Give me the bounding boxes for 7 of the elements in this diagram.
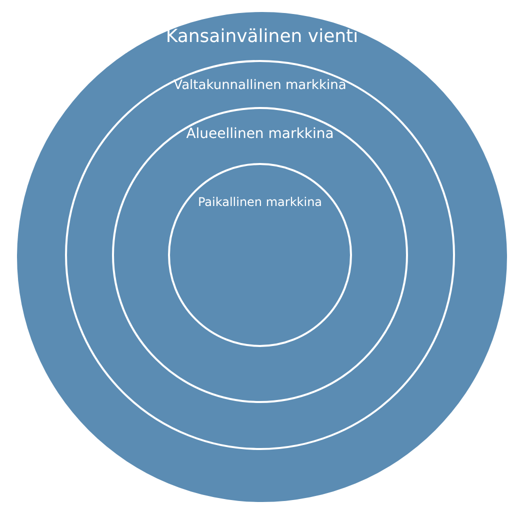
ring-label: Valtakunnallinen markkina — [174, 78, 346, 93]
ring — [112, 107, 408, 403]
ring-label: Alueellinen markkina — [186, 126, 334, 142]
inner-circle — [168, 163, 352, 347]
ring — [65, 60, 455, 450]
ring-label: Paikallinen markkina — [198, 195, 322, 209]
ring-label: Kansainvälinen vienti — [166, 26, 358, 47]
